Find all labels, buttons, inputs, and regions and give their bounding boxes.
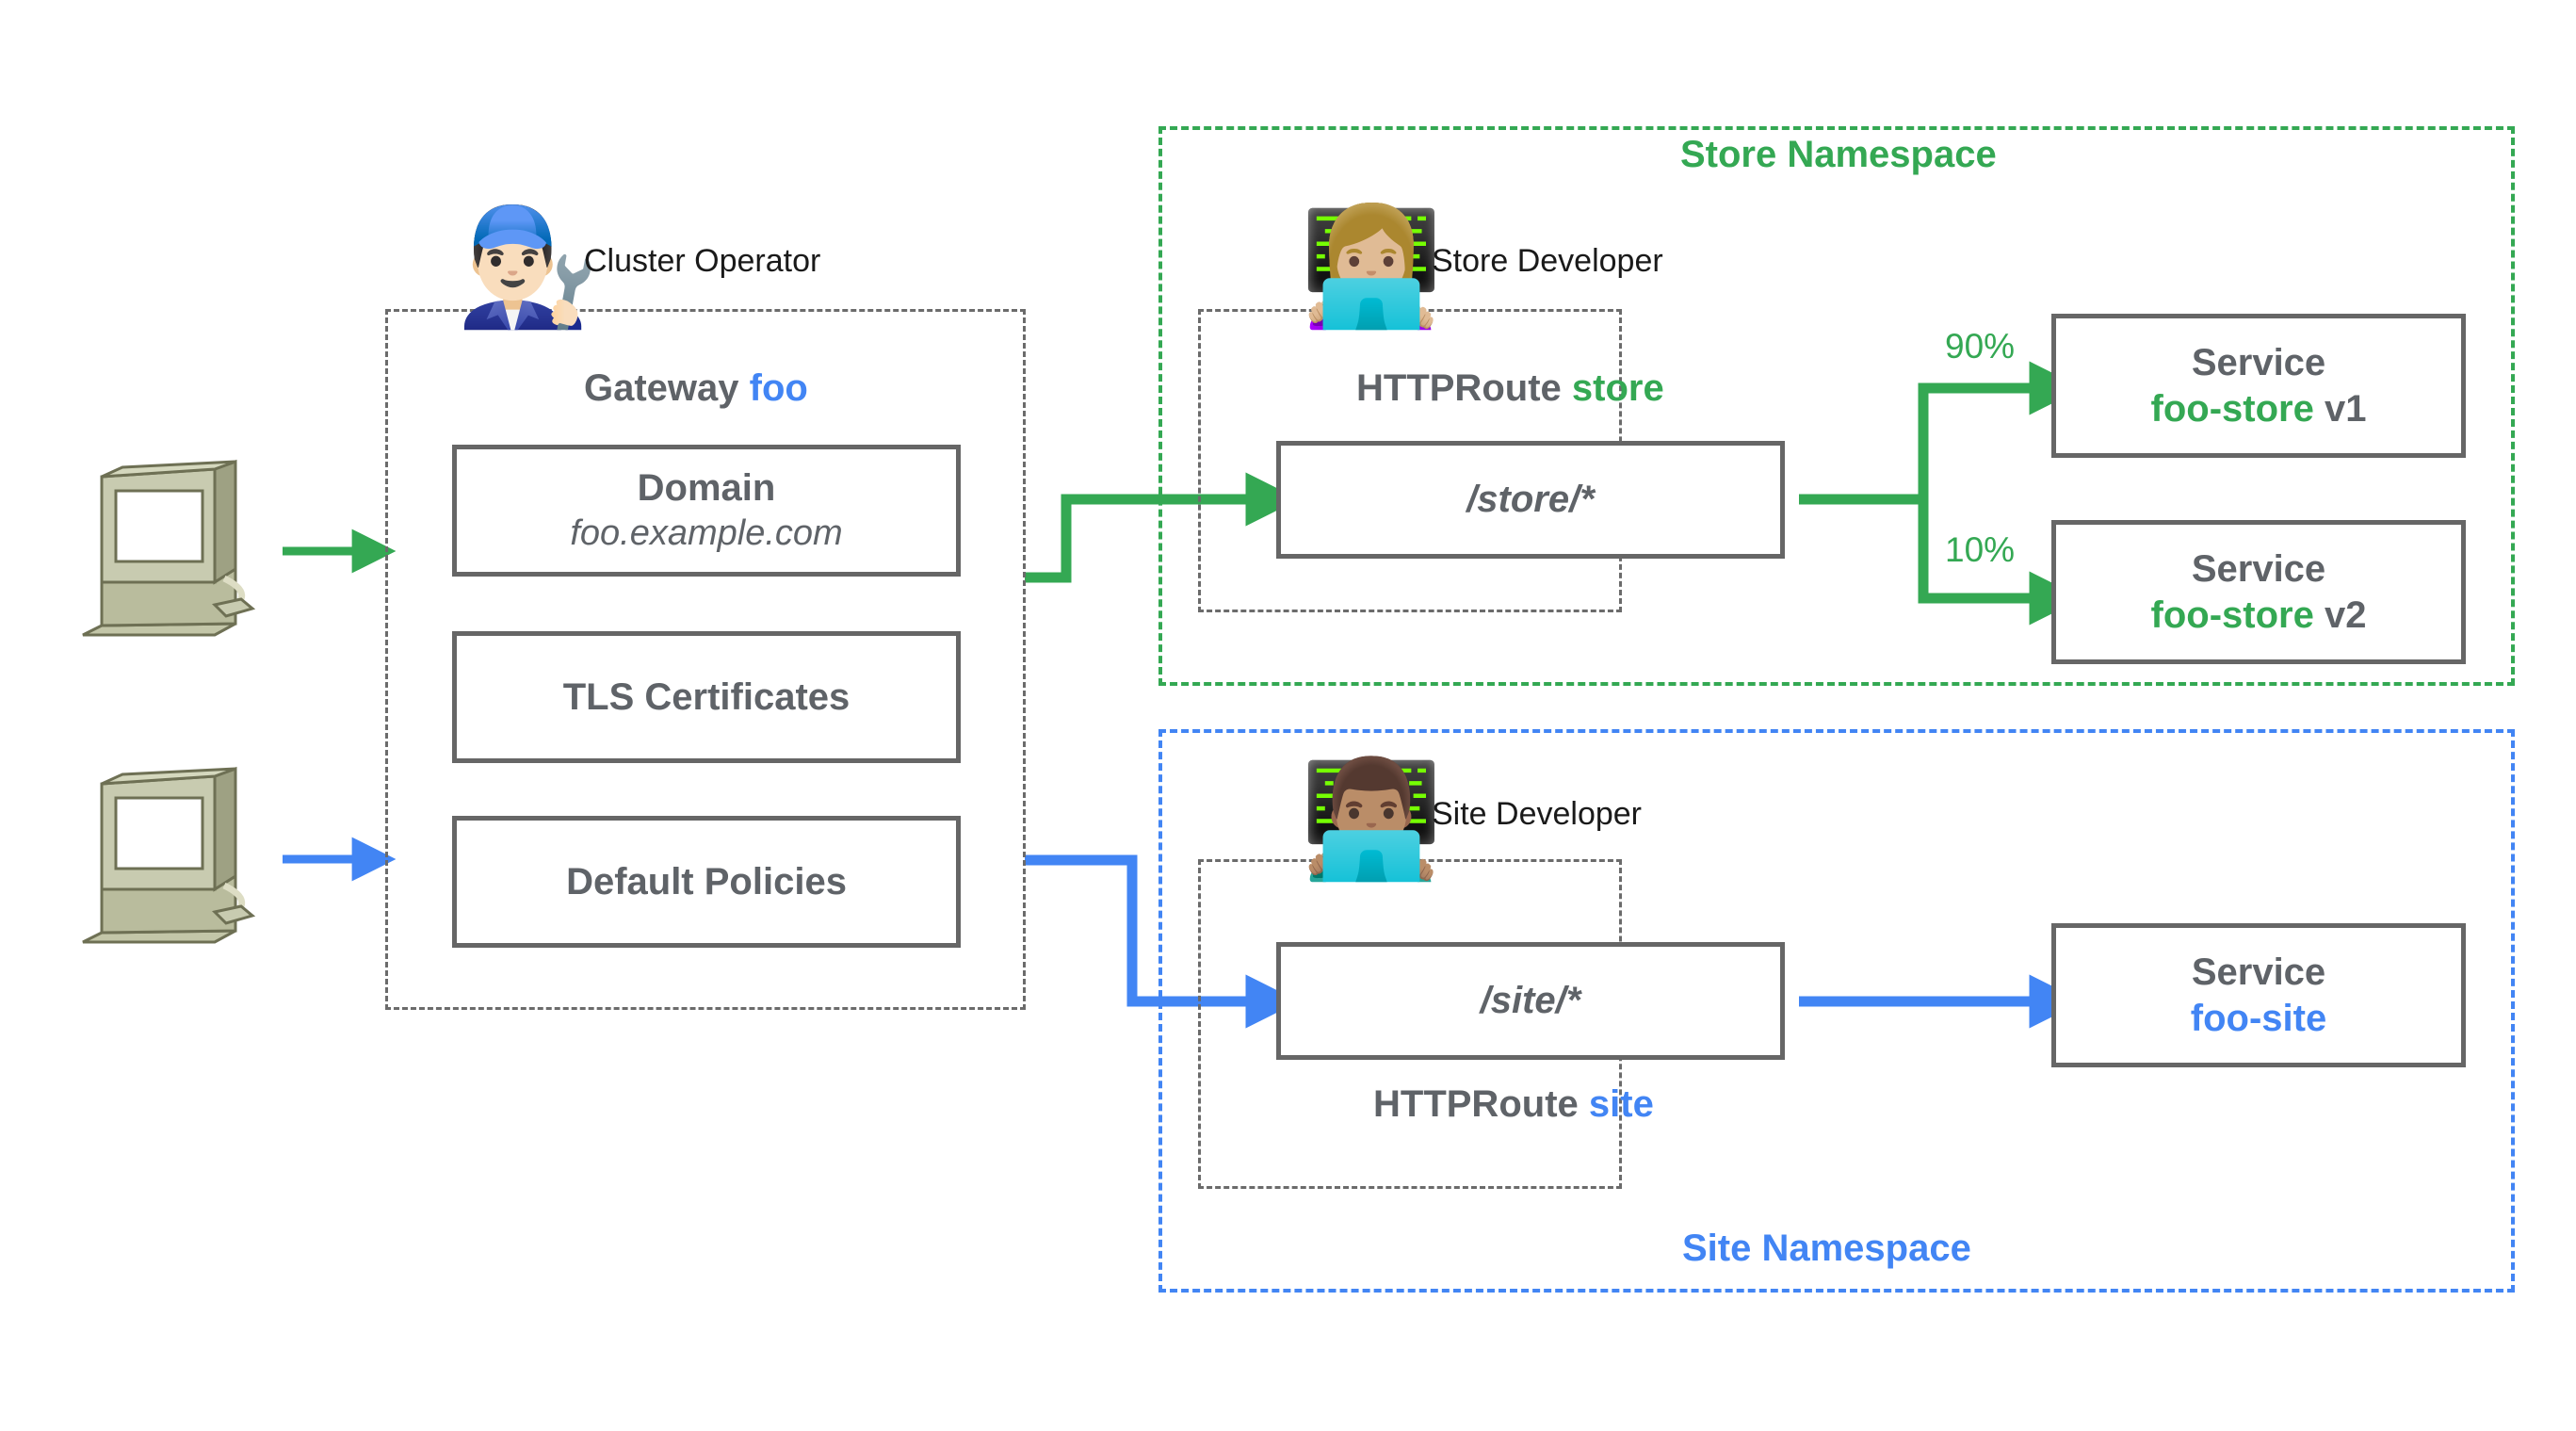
service-foo-store-v1-version: v1 (2324, 387, 2367, 430)
service-foo-site-title: Service (2191, 951, 2326, 993)
httproute-site-path: /site/* (1480, 980, 1581, 1022)
service-foo-store-v2-name: foo-store (2150, 594, 2314, 636)
woman-technologist-icon: 👩🏼‍💻 (1300, 203, 1443, 331)
service-foo-store-v2-title: Service (2191, 547, 2326, 590)
gateway-item-domain-subtitle: foo.example.com (570, 513, 843, 554)
service-foo-store-v1-name-row: foo-store v1 (2151, 386, 2367, 432)
store-backend-weight-v2: 10% (1945, 530, 2016, 569)
service-foo-store-v2-version: v2 (2324, 594, 2367, 636)
httproute-store-path: /store/* (1466, 479, 1595, 521)
gateway-title: Gateway foo (584, 367, 808, 410)
store-developer-label: Store Developer (1432, 243, 1663, 279)
service-foo-site-name: foo-site (2190, 997, 2327, 1039)
gateway-title-prefix: Gateway (584, 367, 739, 409)
site-developer-label: Site Developer (1432, 796, 1643, 832)
site-namespace-container (1158, 729, 2515, 1293)
service-foo-store-v1-title: Service (2191, 341, 2326, 383)
httproute-site-title-prefix: HTTPRoute (1373, 1083, 1579, 1125)
computer-icon-top (82, 459, 256, 637)
gateway-item-domain[interactable]: Domain foo.example.com (452, 445, 961, 577)
httproute-store-title-prefix: HTTPRoute (1356, 367, 1562, 409)
gateway-item-policies-title: Default Policies (566, 860, 847, 903)
httproute-store-title: HTTPRoute store (1356, 367, 1664, 410)
gateway-title-name: foo (749, 367, 808, 409)
man-technologist-icon: 👨🏽‍💻 (1300, 755, 1443, 883)
store-namespace-label: Store Namespace (1680, 134, 1997, 175)
gateway-item-policies[interactable]: Default Policies (452, 816, 961, 948)
service-foo-store-v2[interactable]: Service foo-store v2 (2051, 520, 2466, 664)
service-foo-site[interactable]: Service foo-site (2051, 923, 2466, 1067)
gateway-item-domain-title: Domain (637, 467, 776, 510)
httproute-site-title: HTTPRoute site (1373, 1083, 1654, 1126)
gateway-item-tls-title: TLS Certificates (562, 675, 851, 718)
httproute-site-title-name: site (1588, 1083, 1654, 1125)
mechanic-person-icon: 👨🏻‍🔧 (456, 203, 599, 331)
httproute-site-path-box[interactable]: /site/* (1276, 942, 1785, 1060)
service-foo-store-v1[interactable]: Service foo-store v1 (2051, 314, 2466, 458)
gateway-item-tls[interactable]: TLS Certificates (452, 631, 961, 763)
store-namespace-container (1158, 126, 2515, 686)
computer-icon-bottom (82, 766, 256, 944)
site-namespace-label: Site Namespace (1682, 1228, 1971, 1269)
service-foo-store-v2-name-row: foo-store v2 (2151, 593, 2367, 639)
httproute-store-path-box[interactable]: /store/* (1276, 441, 1785, 559)
gateway-container (385, 309, 1026, 1010)
service-foo-store-v1-name: foo-store (2150, 387, 2314, 430)
store-backend-weight-v1: 90% (1945, 327, 2016, 366)
cluster-operator-label: Cluster Operator (584, 243, 821, 279)
httproute-store-title-name: store (1571, 367, 1664, 409)
